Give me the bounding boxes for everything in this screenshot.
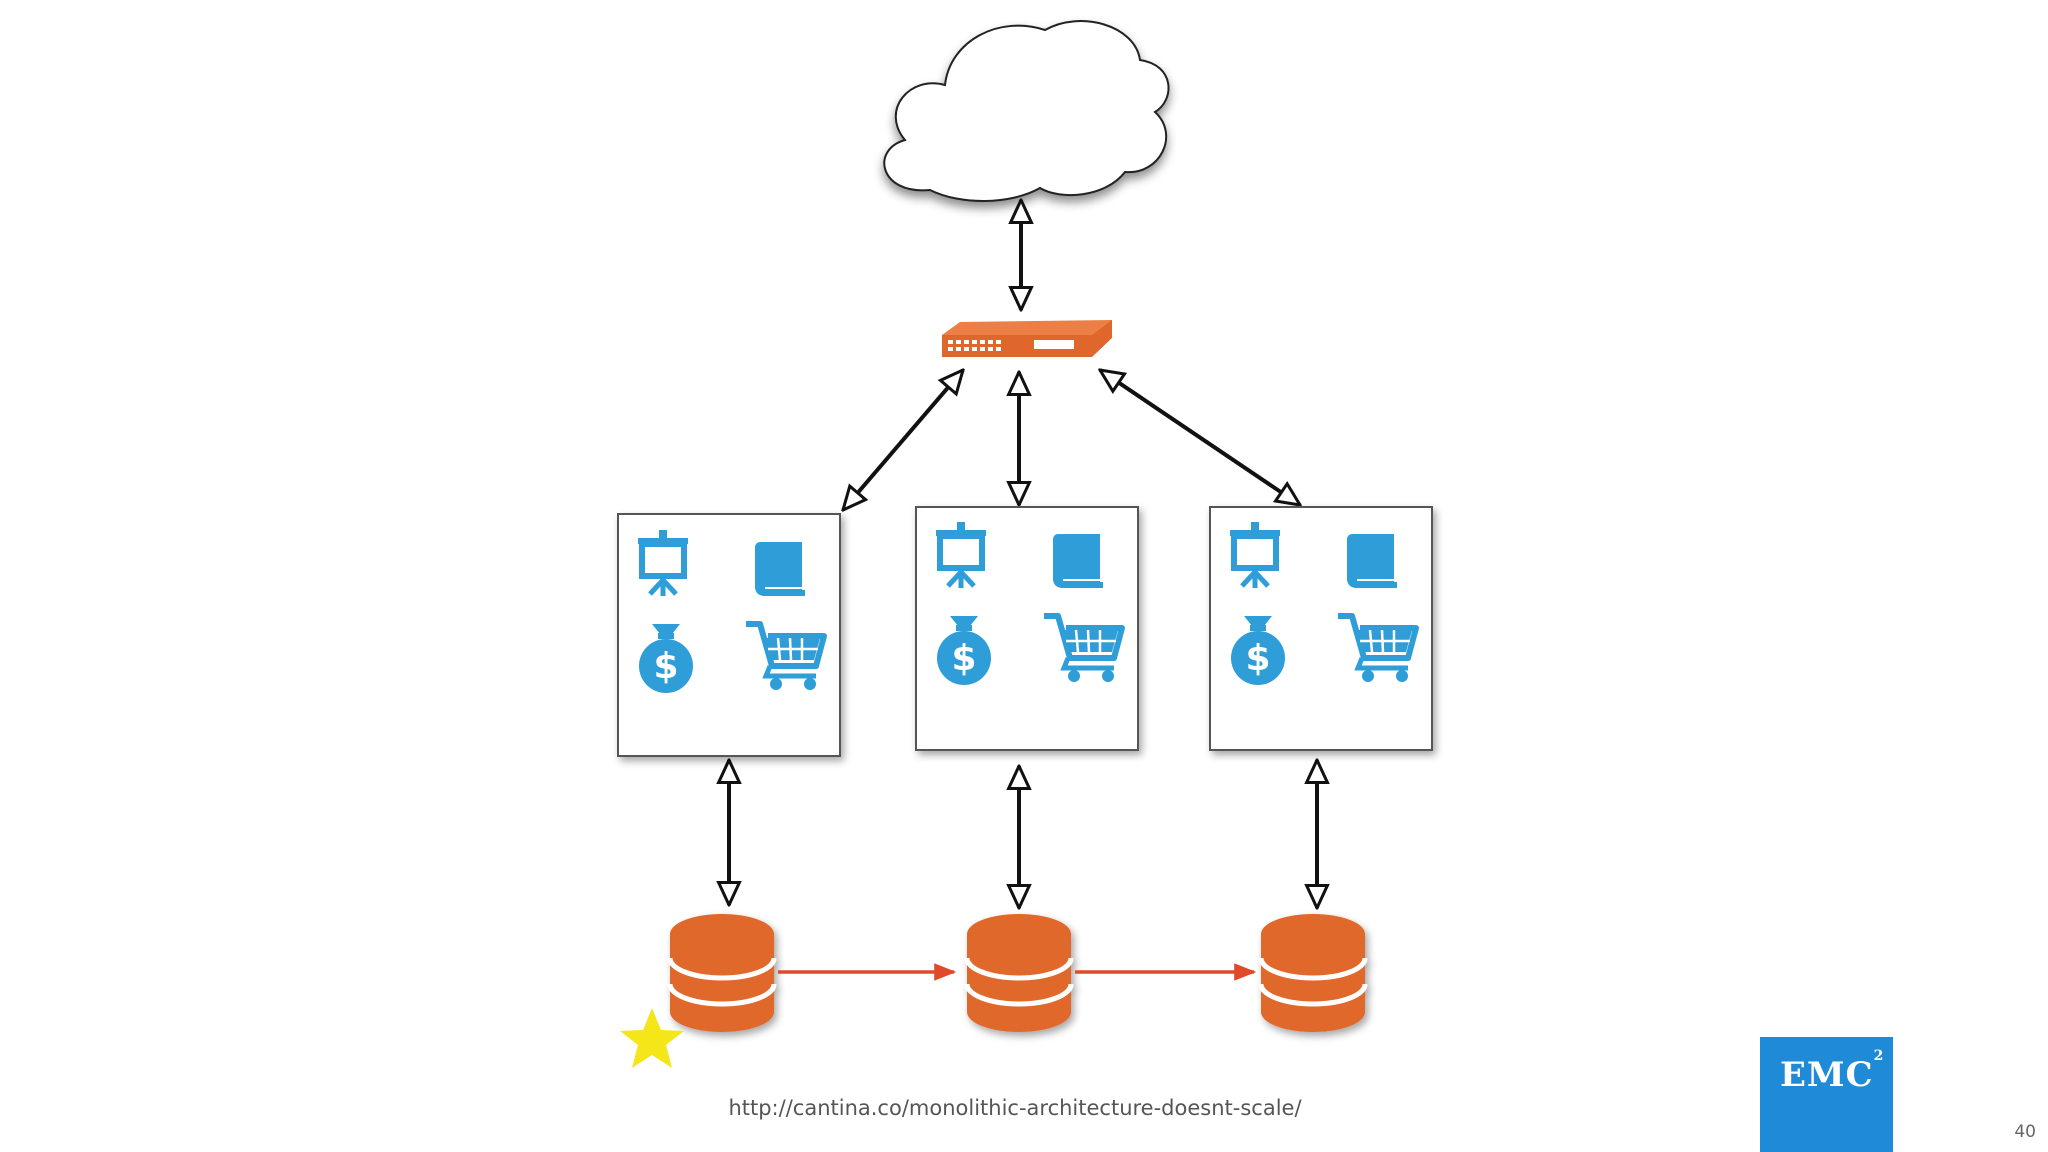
logo-superscript: 2 (1873, 1047, 1885, 1064)
database-3 (1261, 914, 1365, 1032)
load-balancer (942, 320, 1112, 357)
arrow-switch-server-1 (843, 370, 963, 510)
database-2 (967, 914, 1071, 1032)
source-url[interactable]: http://cantina.co/monolithic-architectur… (728, 1096, 1302, 1120)
logo-text: EMC (1780, 1055, 1874, 1095)
star-icon (620, 1008, 684, 1068)
cloud (883, 20, 1170, 202)
emc-logo: EMC2 (1760, 1037, 1893, 1152)
app-server-1 (617, 513, 841, 757)
page-number: 40 (2014, 1122, 2036, 1142)
arrow-switch-server-3 (1100, 370, 1300, 505)
app-server-2 (915, 506, 1139, 751)
database-1 (670, 914, 774, 1032)
app-server-3 (1209, 506, 1433, 751)
arrows (729, 200, 1317, 908)
